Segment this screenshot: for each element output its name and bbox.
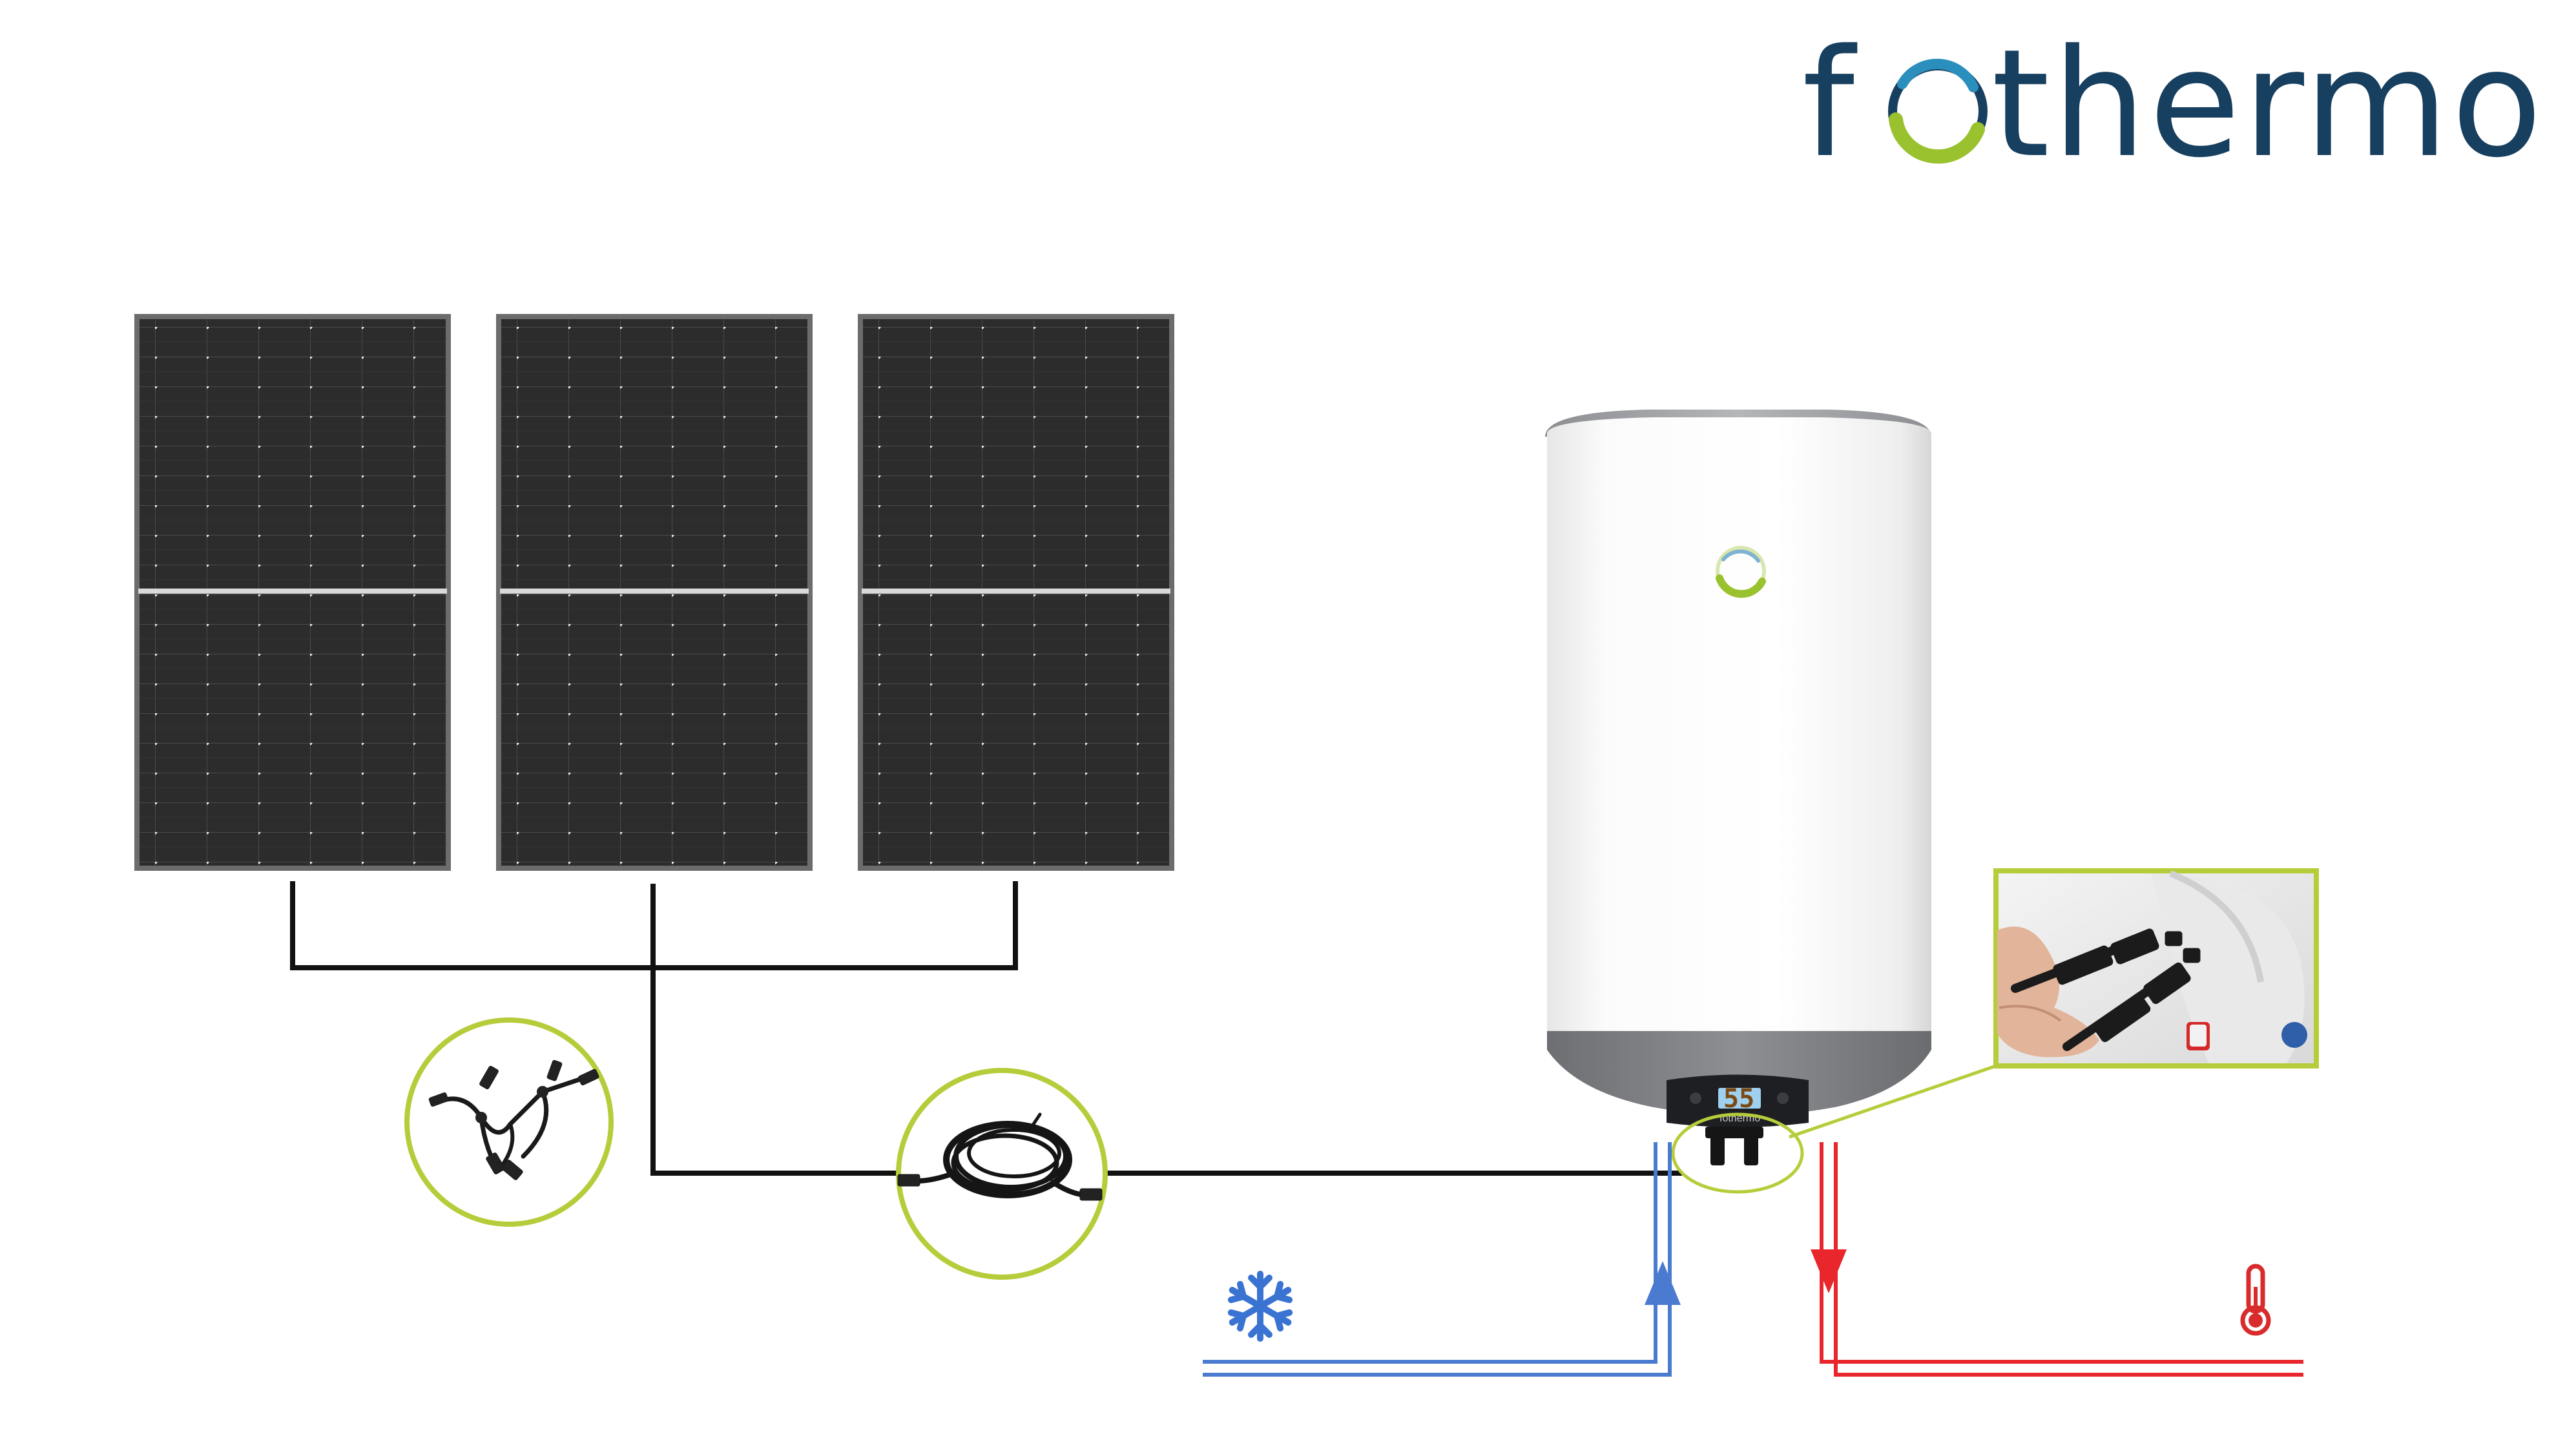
temperature-display-value: 55 [1723,1084,1754,1114]
logo-text-f: f [1802,18,1858,191]
panel-half-divider [862,589,1170,594]
heater-control-panel: 55 fothermo [1667,1074,1809,1127]
y-branch-connector-badge [404,1017,614,1227]
photo-hot-water-fitting [2186,1022,2210,1050]
logo-text-thermo: thermo [1991,18,2545,191]
extension-cable-badge [896,1068,1108,1280]
heater-logo-icon [1716,546,1766,598]
connector-highlight-ellipse [1671,1112,1804,1194]
hot-water-pipe [1811,1142,2303,1377]
coiled-cable-icon [897,1112,1103,1201]
photo-mc4-connectors [2011,928,2201,1051]
connector-detail-photo [1993,868,2319,1069]
cold-water-flow-arrow [1645,1261,1681,1305]
solar-panel-array [134,314,1174,871]
logo-ring-icon [1888,58,1988,164]
solar-panel-3 [858,314,1174,871]
y-branch-cable-icon [428,1059,599,1180]
panel-half-divider [138,589,447,594]
panel-half-divider [500,589,809,594]
thermometer-icon [2240,1264,2271,1336]
solar-water-heater: 55 fothermo [1545,410,1997,1194]
fothermo-logo: f thermo [1802,18,2545,191]
solar-panel-1 [134,314,451,871]
snowflake-icon [1228,1271,1293,1339]
heater-bottom-cover [1547,1031,1931,1116]
cold-water-pipe [1203,1142,1681,1377]
dc-wiring [290,881,1682,1176]
connector-callout-line [1789,1064,1997,1139]
photo-hand [1997,926,2099,1058]
temperature-display-screen [1718,1088,1761,1109]
solar-panel-2 [496,314,813,871]
heater-tank-body [1546,417,1932,1040]
heater-dc-connectors [1705,1127,1763,1165]
hot-water-flow-arrow [1811,1249,1847,1293]
